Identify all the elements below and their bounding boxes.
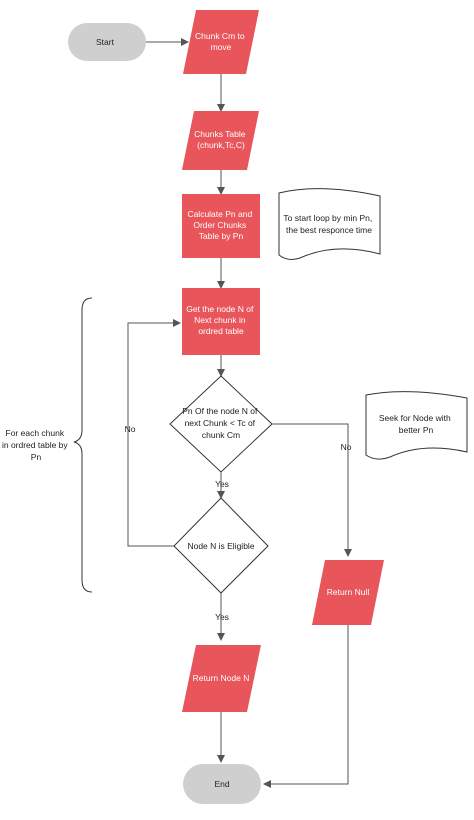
- decision-eligible-label: Node N is Eligible: [187, 541, 254, 551]
- edge-label-yes-2: Yes: [215, 612, 229, 622]
- return-node-label: Return Node N: [193, 673, 250, 683]
- note-loop-label: To start loop by min Pn, the best respon…: [283, 213, 374, 235]
- edge-no-right: [272, 423, 352, 557]
- edge-label-no-loop: No: [125, 424, 136, 434]
- chunks-table-shape: [182, 111, 259, 170]
- end-label: End: [214, 779, 229, 789]
- chunk-cm-shape: [183, 10, 259, 74]
- decision-pn-label: Pn Of the node N of next Chunk < Tc of c…: [182, 406, 260, 440]
- calculate-process: [182, 194, 260, 258]
- connectors: [127, 38, 352, 788]
- decision-pn-diamond: [169, 375, 273, 473]
- edge-no-loop: [127, 319, 181, 547]
- edge-null-to-end: [263, 625, 349, 788]
- note-seek-label: Seek for Node with better Pn: [379, 413, 453, 435]
- note-seek-shape: [365, 391, 468, 460]
- brace-label: For each chunk in ordred table by Pn: [2, 428, 70, 462]
- calculate-label: Calculate Pn and Order Chunks Table by P…: [187, 209, 254, 241]
- start-label: Start: [96, 37, 115, 47]
- decision-eligible-diamond: [173, 497, 269, 594]
- edge-label-yes-1: Yes: [215, 479, 229, 489]
- return-null-shape: [312, 560, 384, 625]
- edge-label-no-right: No: [341, 442, 352, 452]
- loop-brace: [73, 297, 93, 593]
- end-terminal: [183, 764, 261, 804]
- get-node-label: Get the node N of Next chunk in ordred t…: [186, 304, 255, 336]
- note-loop-shape: [278, 188, 381, 260]
- return-node-shape: [182, 645, 261, 712]
- chunks-table-label: Chunks Table (chunk,Tc,C): [194, 129, 248, 150]
- start-terminal: [68, 23, 146, 61]
- get-node-process: [182, 288, 260, 355]
- chunk-cm-label: Chunk Cm to move: [195, 31, 247, 52]
- return-null-label: Return Null: [327, 587, 370, 597]
